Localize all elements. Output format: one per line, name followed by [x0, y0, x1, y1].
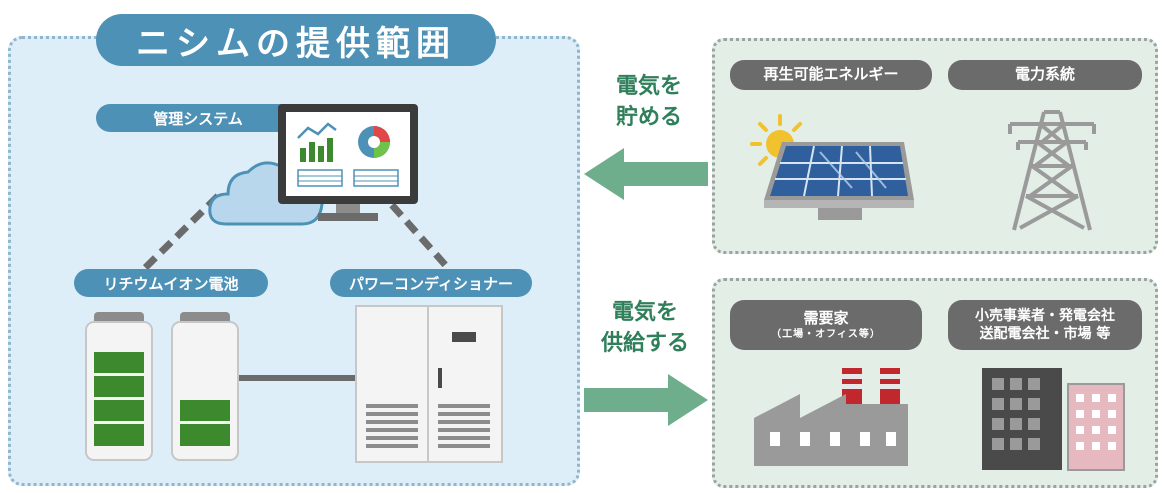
- supply-arrow-label: 電気を 供給する: [590, 298, 700, 360]
- retailer-line1: 小売事業者・発電会社: [975, 307, 1115, 324]
- retailer-label: 小売事業者・発電会社 送配電会社・市場 等: [948, 300, 1142, 350]
- scope-title: ニシムの提供範囲: [96, 14, 496, 66]
- battery-label: リチウムイオン電池: [74, 269, 268, 297]
- store-arrow-label: 電気を 貯める: [594, 72, 704, 134]
- building-icon: [982, 368, 1125, 471]
- factory-icon: [754, 368, 908, 466]
- battery-icon: [171, 312, 239, 461]
- monitor-icon: [278, 104, 418, 221]
- supply-arrow-line1: 電気を: [611, 300, 678, 325]
- retailer-line2: 送配電会社・市場 等: [979, 326, 1111, 342]
- demand-subtitle: （工場・オフィス等）: [771, 329, 881, 341]
- renewable-energy-text: 再生可能エネルギー: [763, 65, 899, 84]
- store-arrow-icon: [584, 148, 708, 200]
- power-conditioner-label: パワーコンディショナー: [330, 269, 532, 297]
- management-system-label: 管理システム: [96, 104, 300, 132]
- supply-arrow-line2: 供給する: [600, 330, 689, 356]
- transmission-tower-icon: [1008, 110, 1096, 231]
- power-grid-label: 電力系統: [948, 60, 1142, 90]
- supply-arrow-icon: [584, 374, 708, 426]
- renewable-energy-label: 再生可能エネルギー: [730, 60, 932, 90]
- battery-icon: [85, 312, 153, 461]
- demand-label: 需要家 （工場・オフィス等）: [730, 300, 922, 350]
- power-grid-text: 電力系統: [1014, 65, 1075, 84]
- power-conditioner-icon: [355, 305, 503, 463]
- store-arrow-line1: 電気を: [615, 74, 682, 99]
- store-arrow-line2: 貯める: [615, 104, 682, 130]
- demand-title: 需要家: [803, 308, 849, 327]
- solar-panel-icon: [764, 142, 914, 220]
